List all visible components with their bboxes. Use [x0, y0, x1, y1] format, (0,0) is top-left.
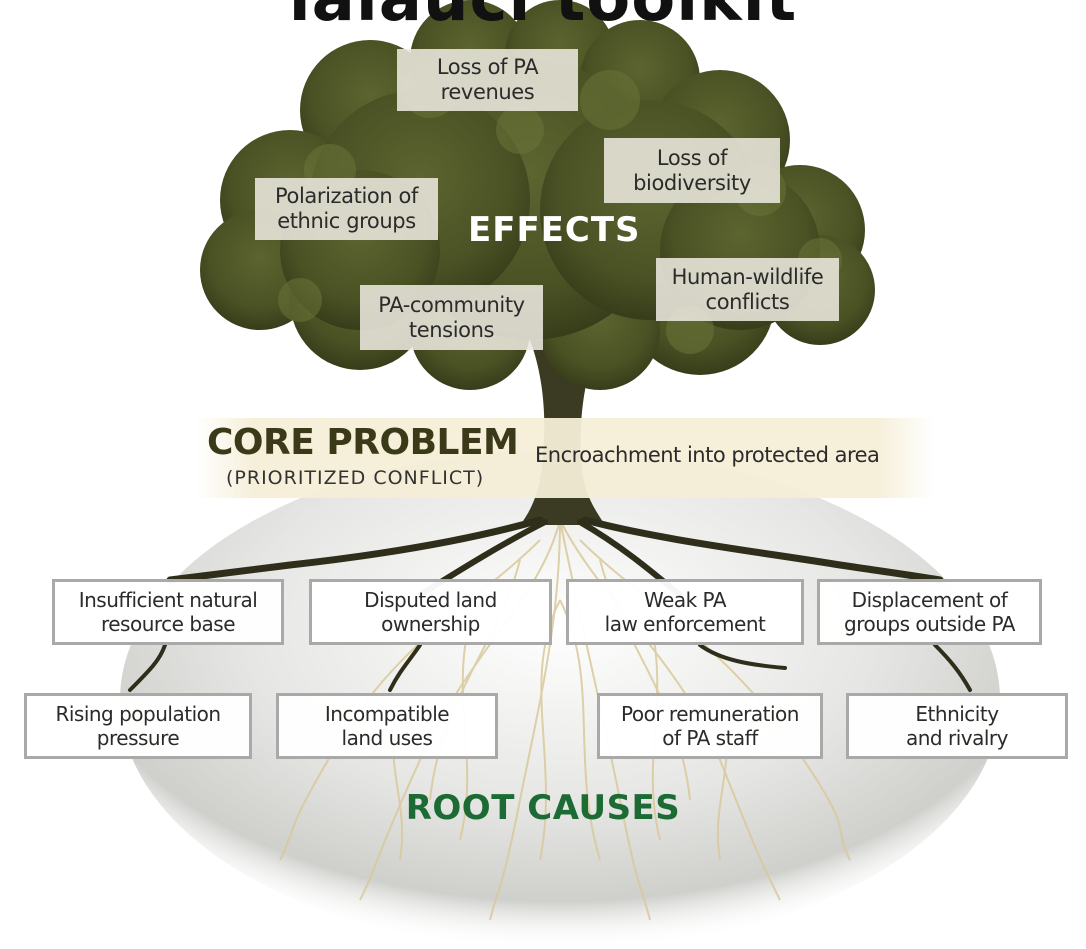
core-problem-subtitle: (PRIORITIZED CONFLICT)	[226, 467, 485, 489]
effect-human-wildlife-conflicts: Human-wildlife conflicts	[656, 258, 839, 321]
effect-loss-of-biodiversity: Loss of biodiversity	[604, 138, 780, 203]
cause-ethnicity-and-rivalry: Ethnicity and rivalry	[846, 693, 1068, 759]
effects-heading: EFFECTS	[468, 210, 641, 250]
soil-shade	[120, 450, 1000, 949]
effect-polarization-of-ethnic-groups: Polarization of ethnic groups	[255, 178, 438, 240]
cause-incompatible-land-uses: Incompatible land uses	[276, 693, 498, 759]
cause-rising-population-pressure: Rising population pressure	[24, 693, 252, 759]
cause-displacement-of-groups-outside-pa: Displacement of groups outside PA	[817, 579, 1042, 645]
cause-disputed-land-ownership: Disputed land ownership	[309, 579, 552, 645]
core-problem-text: Encroachment into protected area	[535, 443, 880, 467]
cause-weak-pa-law-enforcement: Weak PA law enforcement	[566, 579, 804, 645]
cause-insufficient-natural-resource-base: Insufficient natural resource base	[52, 579, 284, 645]
effect-loss-of-pa-revenues: Loss of PA revenues	[397, 49, 578, 111]
main-roots	[128, 516, 972, 692]
core-problem-title: CORE PROBLEM	[207, 422, 519, 463]
page-title: ialauci toolkit	[0, 0, 1086, 36]
effect-pa-community-tensions: PA-community tensions	[360, 285, 543, 350]
cause-poor-remuneration-of-pa-staff: Poor remuneration of PA staff	[597, 693, 823, 759]
core-problem-band	[195, 418, 935, 498]
root-causes-heading: ROOT CAUSES	[405, 788, 681, 828]
